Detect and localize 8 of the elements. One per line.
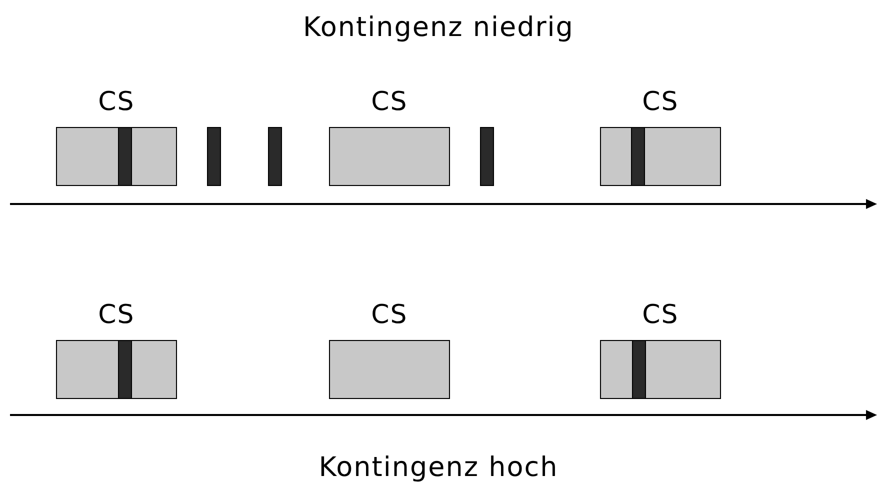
stimulus-label: CS [98,87,135,117]
stimulus-label: CS [371,87,408,117]
condition-label: Kontingenz hoch [318,452,558,483]
stimulus-label: CS [642,300,679,330]
diagram-title: Kontingenz niedrig [303,12,574,43]
stimulus-label: CS [98,300,135,330]
stimulus-label: CS [371,300,408,330]
stimulus-label: CS [642,87,679,117]
